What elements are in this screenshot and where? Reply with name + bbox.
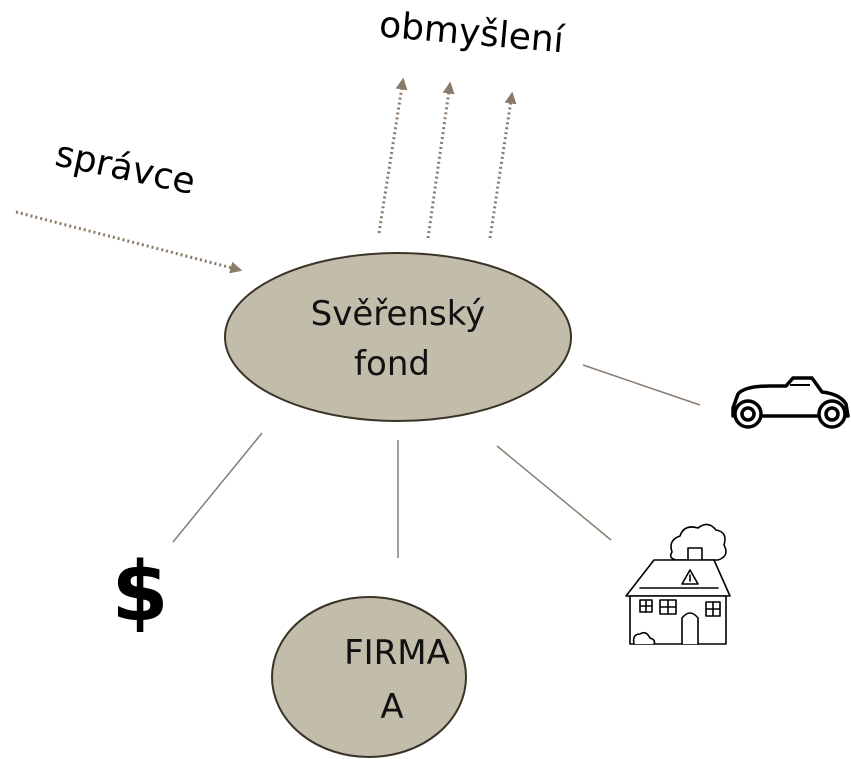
dollar-icon: $ [111,545,168,640]
trust-fund-label-line1: Svěřenský [311,294,486,334]
house-icon [625,523,731,645]
beneficiary-arrow-3 [488,91,517,239]
trust-fund-node: Svěřenský fond [224,252,572,422]
company-label-line1: FIRMA [344,633,450,673]
company-label-line2: A [380,687,403,727]
beneficiaries-label: obmyšlení [378,4,567,61]
beneficiary-arrow-1 [377,77,408,234]
beneficiary-arrow-2 [426,81,455,239]
trustee-arrow [15,210,243,274]
car-icon [731,376,850,429]
connector-money [172,432,263,543]
trustee-label: správce [52,134,199,204]
trust-fund-label-line2: fond [354,344,430,384]
connector-car [582,364,701,406]
company-node: FIRMA A [271,596,467,758]
connector-house [496,445,612,541]
